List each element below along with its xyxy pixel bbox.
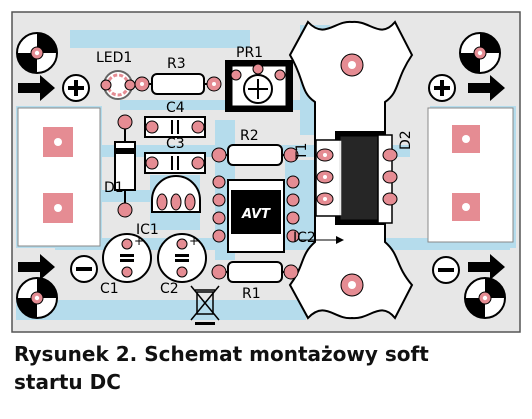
label-t1: T1 — [294, 143, 310, 161]
capacitor-c4 — [144, 116, 206, 138]
label-r3: R3 — [167, 56, 186, 72]
label-ic1: IC1 — [136, 222, 159, 238]
led1 — [100, 70, 136, 100]
transistor-t1 — [300, 131, 398, 244]
weee-bin-icon — [190, 285, 220, 325]
arrow-right-icon-bottom-left — [18, 254, 55, 280]
caption-line-2: startu DC — [14, 370, 121, 394]
arrow-right-icon-top-left — [18, 75, 55, 101]
minus-icon-left — [70, 255, 98, 283]
potentiometer-pr1 — [225, 60, 293, 112]
svg-text:+: + — [189, 234, 199, 248]
capacitor-c2: + — [157, 233, 207, 283]
label-c4: C4 — [166, 100, 185, 116]
screw-terminal-left — [17, 107, 101, 247]
capacitor-c3 — [144, 152, 206, 174]
plus-icon-left — [62, 74, 90, 102]
ic2-logo: AVT — [241, 207, 271, 222]
figure-caption: Rysunek 2. Schemat montażowy soft startu… — [14, 340, 514, 396]
regulator-ic1 — [151, 175, 201, 213]
resistor-r1 — [211, 261, 299, 283]
plus-icon-right — [428, 74, 456, 102]
label-c3: C3 — [166, 136, 185, 152]
mounting-hole-top-left — [16, 32, 58, 74]
pcb-assembly-diagram: + + AVT LED1 R3 — [11, 11, 521, 333]
mounting-hole-top-right — [459, 32, 501, 74]
arrow-right-icon-bottom-right — [468, 254, 505, 280]
label-ic2: IC2 — [293, 230, 316, 246]
resistor-r3 — [134, 73, 222, 95]
mounting-hole-bottom-right — [464, 277, 506, 319]
caption-line-1: Rysunek 2. Schemat montażowy soft — [14, 342, 429, 366]
mounting-holes — [16, 32, 506, 319]
capacitor-c1: + — [102, 233, 152, 283]
screw-terminal-right — [427, 107, 514, 243]
mounting-hole-bottom-left — [16, 277, 58, 319]
polarity-markers — [18, 74, 505, 284]
label-led1: LED1 — [96, 50, 132, 66]
label-r1: R1 — [242, 286, 261, 302]
label-c2: C2 — [160, 281, 179, 297]
svg-text:+: + — [134, 234, 144, 248]
label-r2: R2 — [240, 128, 259, 144]
label-c1: C1 — [100, 281, 119, 297]
label-pr1: PR1 — [236, 45, 263, 61]
label-d2: D2 — [398, 130, 414, 150]
minus-icon-right — [432, 256, 460, 284]
resistor-r2 — [211, 144, 299, 166]
arrow-right-icon-top-right — [468, 75, 505, 101]
label-d1: D1 — [104, 180, 124, 196]
diode-d1 — [114, 114, 136, 218]
ic2-chip: AVT — [212, 175, 300, 253]
component-labels: LED1 R3 PR1 C4 C3 R2 T1 D2 D1 IC1 IC2 C1… — [96, 45, 414, 302]
